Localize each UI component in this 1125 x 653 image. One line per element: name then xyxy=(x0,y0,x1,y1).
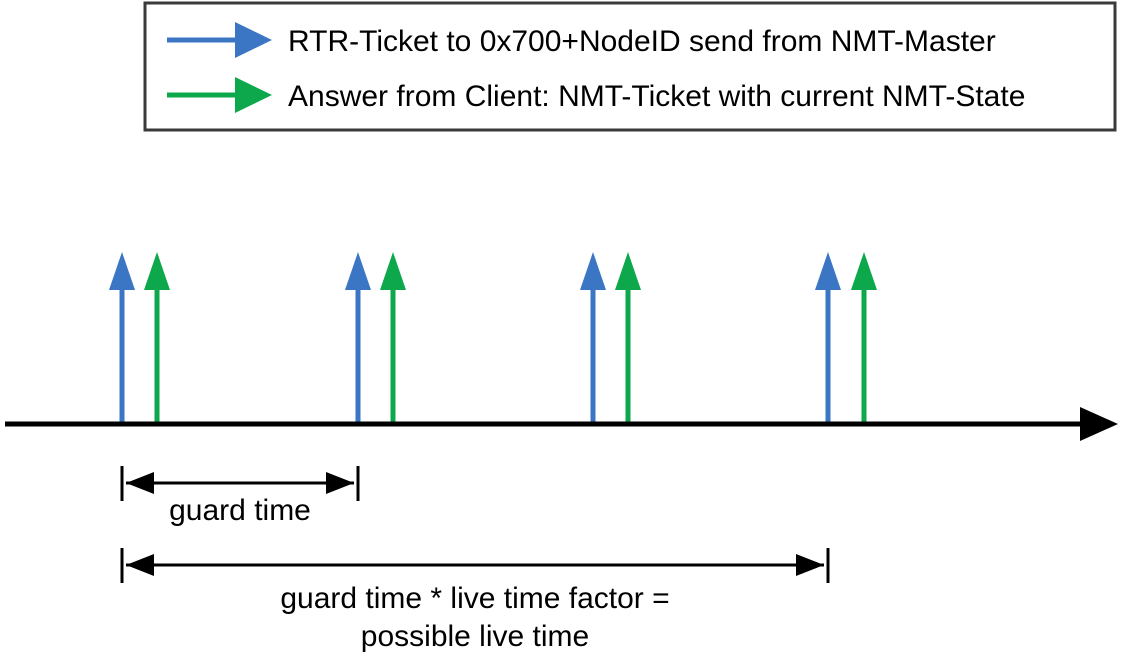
right-arrow-icon xyxy=(796,554,824,576)
time-axis-arrow-icon xyxy=(1080,407,1118,441)
dimension-label-guard-time: guard time xyxy=(169,494,311,527)
up-arrow-icon xyxy=(615,252,641,290)
dimension-lines: guard time guard time * live time factor … xyxy=(120,466,830,653)
event-arrow-rtr-2 xyxy=(345,252,371,424)
right-arrow-icon xyxy=(326,472,354,494)
dimension-label-possible-live-time: possible live time xyxy=(361,620,589,653)
right-arrow-icon xyxy=(235,77,272,113)
event-arrow-answer-4 xyxy=(851,252,877,424)
up-arrow-icon xyxy=(580,252,606,290)
event-arrow-answer-2 xyxy=(380,252,406,424)
up-arrow-icon xyxy=(144,252,170,290)
up-arrow-icon xyxy=(851,252,877,290)
legend-item-nmt-answer: Answer from Client: NMT-Ticket with curr… xyxy=(167,77,1025,113)
legend-label-rtr-ticket: RTR-Ticket to 0x700+NodeID send from NMT… xyxy=(288,25,996,58)
left-arrow-icon xyxy=(126,554,154,576)
up-arrow-icon xyxy=(815,252,841,290)
legend: RTR-Ticket to 0x700+NodeID send from NMT… xyxy=(143,1,1117,132)
event-arrows xyxy=(109,252,877,424)
up-arrow-icon xyxy=(345,252,371,290)
legend-box xyxy=(143,1,1117,132)
event-arrow-rtr-1 xyxy=(109,252,135,424)
up-arrow-icon xyxy=(380,252,406,290)
event-arrow-answer-1 xyxy=(144,252,170,424)
event-arrow-answer-3 xyxy=(615,252,641,424)
dimension-possible-live-time: guard time * live time factor = possible … xyxy=(120,548,830,653)
dimension-guard-time: guard time xyxy=(120,466,360,527)
event-arrow-rtr-3 xyxy=(580,252,606,424)
legend-label-nmt-answer: Answer from Client: NMT-Ticket with curr… xyxy=(288,80,1025,113)
up-arrow-icon xyxy=(109,252,135,290)
right-arrow-icon xyxy=(235,22,272,58)
time-axis xyxy=(5,407,1118,441)
legend-item-rtr-ticket: RTR-Ticket to 0x700+NodeID send from NMT… xyxy=(167,22,996,58)
left-arrow-icon xyxy=(126,472,154,494)
dimension-label-possible-live-time: guard time * live time factor = xyxy=(280,582,669,615)
event-arrow-rtr-4 xyxy=(815,252,841,424)
